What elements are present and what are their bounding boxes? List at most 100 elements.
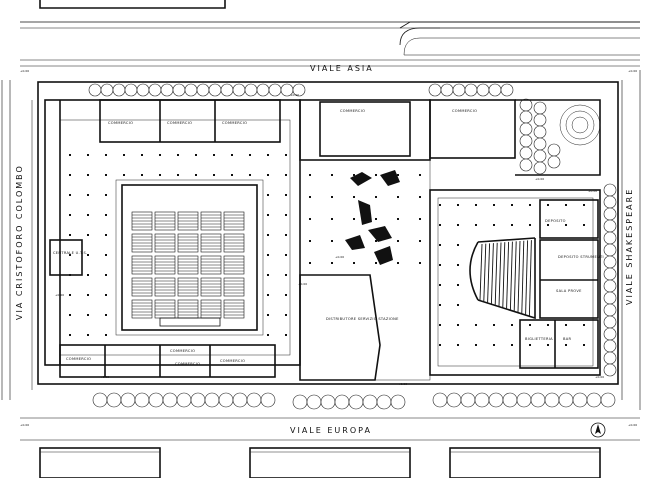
tree-icon: [603, 195, 617, 209]
tree-icon: [244, 83, 258, 97]
room-label: COMMERCIO: [175, 362, 200, 366]
tree-icon: [124, 83, 138, 97]
tree-icon: [572, 392, 588, 408]
column-icon: [87, 334, 89, 336]
column-icon: [213, 174, 215, 176]
stage: [159, 317, 221, 327]
level-mark: +0.00: [55, 293, 64, 297]
tree-icon: [558, 392, 574, 408]
tree-icon: [603, 339, 617, 353]
column-icon: [547, 324, 549, 326]
column-icon: [309, 262, 311, 264]
column-icon: [267, 194, 269, 196]
tree-icon: [460, 392, 476, 408]
tree-icon: [432, 392, 448, 408]
tree-icon: [196, 83, 210, 97]
column-icon: [493, 224, 495, 226]
theatre-seat-row: [506, 241, 510, 309]
tree-icon: [502, 392, 518, 408]
room-label: COMMERCIO: [452, 109, 477, 113]
column-icon: [583, 324, 585, 326]
tree-icon: [148, 83, 162, 97]
column-icon: [105, 194, 107, 196]
column-icon: [457, 244, 459, 246]
column-icon: [439, 344, 441, 346]
column-icon: [475, 344, 477, 346]
tree-icon: [533, 101, 547, 115]
column-icon: [159, 154, 161, 156]
tree-icon: [600, 392, 616, 408]
column-icon: [419, 240, 421, 242]
column-icon: [285, 294, 287, 296]
column-icon: [547, 204, 549, 206]
column-icon: [177, 174, 179, 176]
column-icon: [285, 274, 287, 276]
column-icon: [267, 314, 269, 316]
column-icon: [331, 262, 333, 264]
column-icon: [475, 204, 477, 206]
column-icon: [159, 174, 161, 176]
tree-icon: [488, 392, 504, 408]
tree-icon: [603, 291, 617, 305]
column-icon: [231, 174, 233, 176]
tree-icon: [208, 83, 222, 97]
tree-icon: [362, 394, 378, 410]
room-label: BIGLIETTERIA: [525, 337, 553, 341]
column-icon: [439, 204, 441, 206]
room-label: COMMERCIO: [66, 357, 91, 361]
theatre-seat-row: [494, 242, 498, 305]
level-mark: +0.00: [535, 177, 544, 181]
street-label-east: VIALE SHAKESPEARE: [625, 188, 634, 305]
theatre-seat-row: [513, 241, 517, 311]
level-mark: +0.00: [20, 423, 29, 427]
tree-icon: [184, 83, 198, 97]
tree-icon: [172, 83, 186, 97]
column-icon: [249, 154, 251, 156]
level-mark: +0.00: [628, 423, 637, 427]
theatre-seat-row: [502, 242, 506, 308]
level-mark: +0.00: [398, 382, 407, 386]
tree-icon: [516, 392, 532, 408]
tree-icon: [474, 392, 490, 408]
column-icon: [439, 324, 441, 326]
auditorium-seating: [131, 211, 245, 327]
level-mark: +0.00: [100, 375, 109, 379]
column-icon: [511, 324, 513, 326]
column-icon: [285, 314, 287, 316]
column-icon: [105, 174, 107, 176]
column-icon: [231, 154, 233, 156]
tree-icon: [603, 303, 617, 317]
tree-icon: [603, 267, 617, 281]
tree-icon: [586, 392, 602, 408]
column-icon: [105, 274, 107, 276]
plaza-sculpture: [345, 170, 400, 265]
level-mark: +0.00: [335, 255, 344, 259]
column-icon: [87, 194, 89, 196]
tree-icon: [603, 363, 617, 377]
column-icon: [397, 218, 399, 220]
column-icon: [285, 234, 287, 236]
column-icon: [375, 218, 377, 220]
column-icon: [331, 240, 333, 242]
column-icon: [87, 234, 89, 236]
column-icon: [475, 324, 477, 326]
tree-icon: [334, 394, 350, 410]
tree-icon: [176, 392, 192, 408]
column-icon: [419, 174, 421, 176]
tree-icon: [260, 392, 276, 408]
tree-icon: [533, 137, 547, 151]
column-icon: [309, 174, 311, 176]
column-icon: [439, 244, 441, 246]
tree-icon: [232, 392, 248, 408]
tree-icon: [446, 392, 462, 408]
tree-icon: [547, 155, 561, 169]
column-icon: [457, 324, 459, 326]
theatre-seat-row: [498, 242, 502, 307]
column-icon: [69, 294, 71, 296]
column-icon: [439, 304, 441, 306]
column-icon: [105, 154, 107, 156]
column-icon: [267, 334, 269, 336]
tree-icon: [440, 83, 454, 97]
theatre-seat-row: [490, 243, 494, 304]
